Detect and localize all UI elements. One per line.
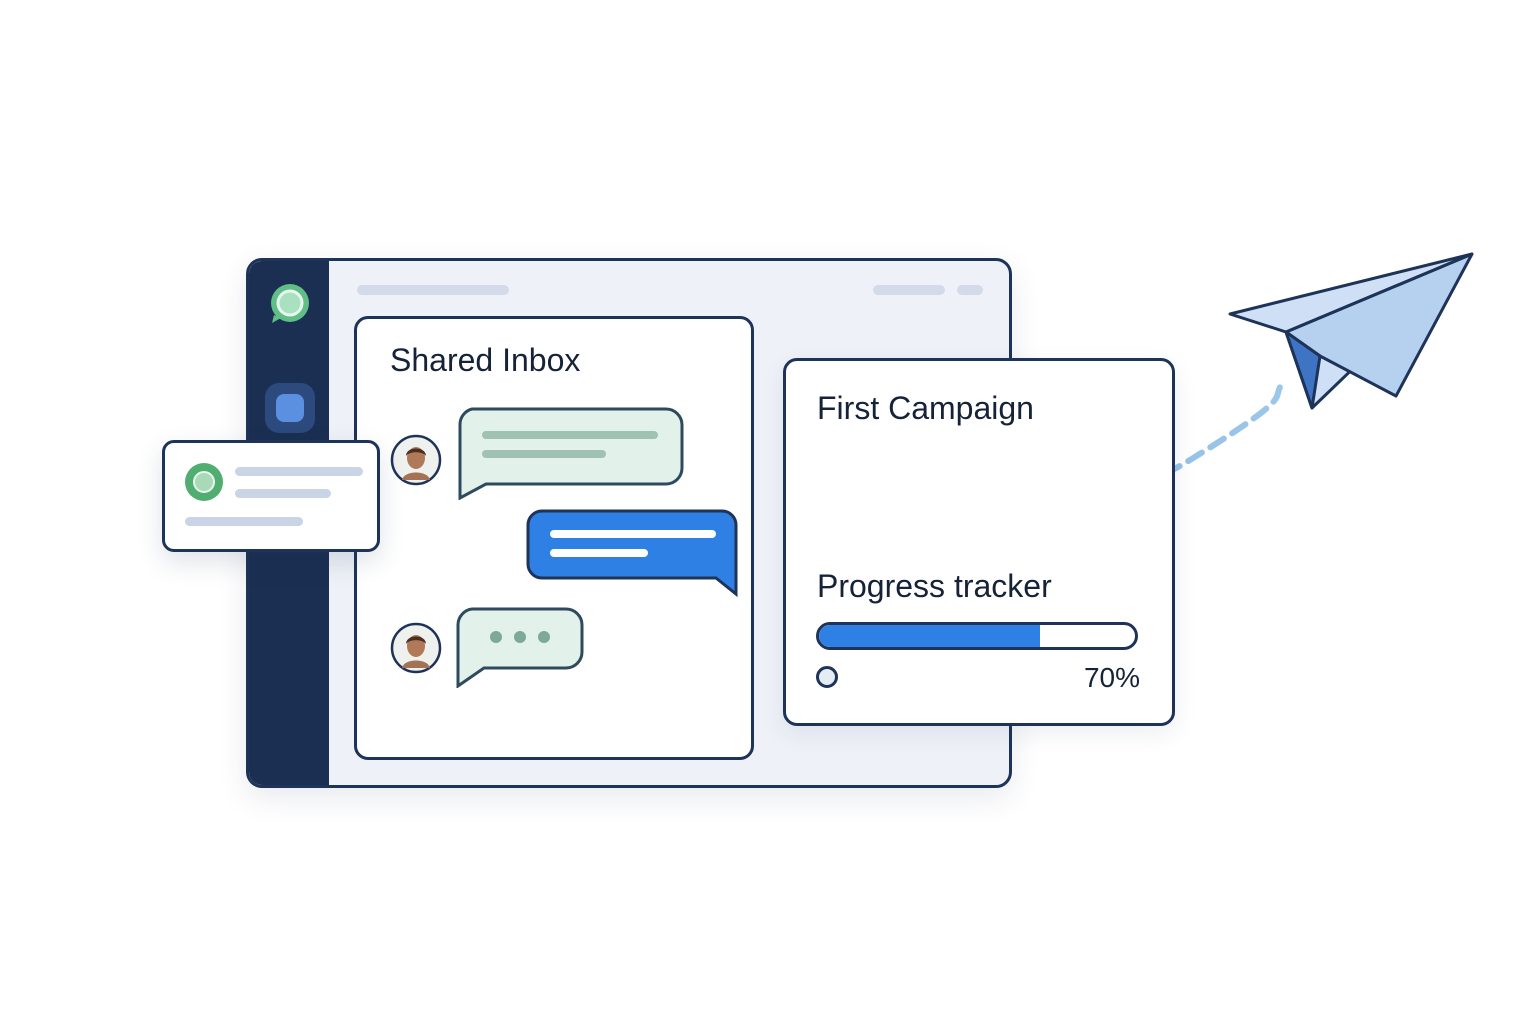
typing-dot xyxy=(490,631,502,643)
paper-plane-icon xyxy=(1228,252,1474,410)
progress-percent: 70% xyxy=(1083,662,1140,693)
typing-dot xyxy=(538,631,550,643)
contact-meta-placeholder xyxy=(185,517,303,526)
progress-bar xyxy=(816,622,1138,650)
avatar xyxy=(390,622,442,674)
topbar-placeholder-right-small xyxy=(957,285,983,295)
contact-name-placeholder xyxy=(235,467,363,476)
progress-bar-fill xyxy=(819,625,1041,647)
contact-detail-placeholder xyxy=(235,489,331,498)
contact-notification-card[interactable] xyxy=(162,440,380,552)
topbar-placeholder-left xyxy=(357,285,509,295)
typing-dot xyxy=(514,631,526,643)
inbox-title: Shared Inbox xyxy=(390,342,581,378)
campaign-title: First Campaign xyxy=(817,390,1034,426)
progress-tracker-label: Progress tracker xyxy=(817,568,1052,604)
topbar-placeholder-right xyxy=(873,285,945,295)
app-square-icon[interactable] xyxy=(265,383,315,433)
status-badge xyxy=(185,463,223,501)
campaign-panel xyxy=(783,358,1175,726)
chat-bubble-icon[interactable] xyxy=(268,283,310,325)
outgoing-message-bubble[interactable] xyxy=(526,508,740,598)
incoming-message-bubble[interactable] xyxy=(454,406,686,500)
typing-indicator-bubble xyxy=(456,607,584,688)
progress-marker xyxy=(816,666,838,688)
avatar xyxy=(390,434,442,486)
